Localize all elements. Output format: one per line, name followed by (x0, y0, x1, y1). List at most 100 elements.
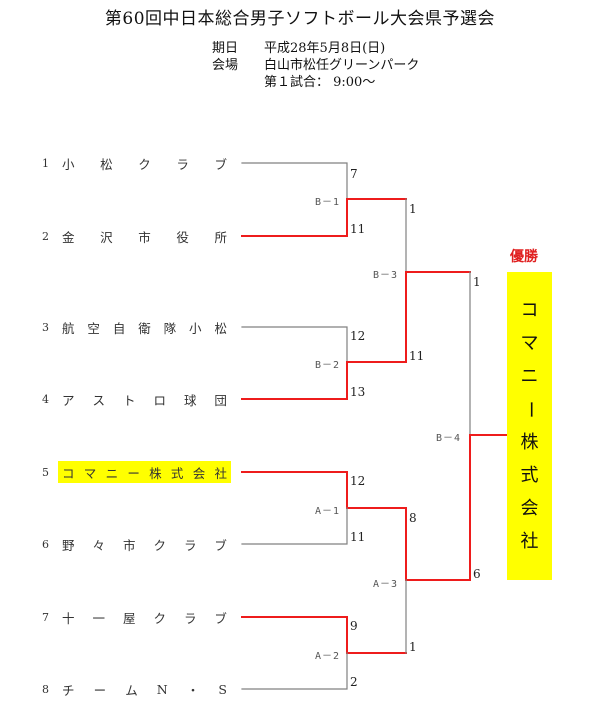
team-name-char: 小 (62, 156, 75, 172)
team-seed-number: 2 (42, 229, 49, 243)
line-team-3 (241, 326, 348, 363)
team-seed-number: 8 (42, 682, 49, 696)
team-name-char: 屋 (122, 610, 136, 626)
team-name-char: 役 (176, 229, 189, 245)
team-name: 航空自衛隊小松 (58, 316, 231, 338)
score-b3-top: 1 (409, 202, 417, 216)
team-name-char: 株 (149, 465, 162, 481)
team-name-char: マ (83, 465, 97, 481)
team-name-char: 松 (100, 156, 113, 172)
team-name-char: 式 (170, 465, 184, 481)
info-value-venue: 白山市松任グリーンパーク (264, 58, 420, 73)
match-label-b4: B－4 (436, 433, 462, 444)
team-name-char: ク (153, 537, 166, 553)
info-key-venue: 会場 (212, 58, 239, 73)
match-label-b1: B－1 (315, 197, 341, 208)
match-label-a3: A－3 (373, 579, 399, 590)
team-name: 十一屋クラブ (58, 606, 231, 628)
team-name: アストロ球団 (58, 388, 231, 410)
team-name-char: 球 (183, 392, 197, 408)
team-name-char: ・ (186, 682, 200, 698)
line-team-8 (241, 652, 348, 690)
team-name-char: 会 (192, 465, 206, 481)
score-b4-top: 1 (473, 275, 481, 289)
score-a3-top: 8 (409, 511, 417, 525)
team-name-char: ロ (153, 392, 166, 408)
team-name-char: ム (125, 682, 138, 698)
event-info: 期日 平成28年5月8日(日) 会場 白山市松任グリーンパーク 第１試合： 9:00… (212, 40, 419, 91)
champion-name-char: 式 (520, 465, 539, 486)
team-seed-number: 3 (42, 320, 49, 334)
score-b4-bottom: 6 (473, 567, 481, 581)
team-seed-number: 1 (42, 156, 49, 170)
team-name-char: 自 (112, 320, 126, 336)
info-key-date: 期日 (212, 41, 239, 56)
team-name-char: ブ (214, 156, 227, 172)
team-name-char: ブ (214, 537, 227, 553)
team-name-char: 空 (87, 320, 100, 336)
champion-name-char: 社 (520, 531, 539, 552)
team-name-char: ニ (105, 465, 119, 481)
score-a2-bottom: 2 (350, 675, 358, 689)
score-b1-bottom: 11 (350, 222, 366, 236)
team-name-char: ク (153, 610, 166, 626)
line-team-5 (241, 471, 407, 509)
team-name-char: S (218, 681, 227, 697)
team-name: 野々市クラブ (58, 533, 231, 555)
champion-label: 優勝 (510, 249, 538, 265)
team-name-char: 一 (92, 610, 105, 626)
score-a2-top: 9 (350, 619, 358, 633)
line-b2-winner (405, 271, 471, 363)
info-value-first-game: 第１試合： 9:00〜 (264, 75, 376, 90)
team-name-char: 金 (62, 229, 75, 245)
team-name-char: ー (127, 465, 140, 481)
line-team-4 (241, 361, 407, 400)
line-team-2 (241, 198, 407, 237)
team-name-char: ラ (183, 610, 197, 626)
team-name: コマニー株式会社 (58, 461, 231, 483)
team-name-char: ラ (176, 156, 189, 172)
team-seed-number: 7 (42, 610, 49, 624)
team-name-char: ス (92, 392, 105, 408)
team-name-char: 小 (189, 320, 202, 336)
page-title: 第60回中日本総合男子ソフトボール大会県予選会 (104, 9, 496, 29)
team-name: 金沢市役所 (58, 225, 231, 247)
champion-name-char: コ (520, 300, 539, 321)
champion-name-char: 会 (520, 498, 539, 519)
match-label-a2: A－2 (315, 651, 341, 662)
team-seed-number: 6 (42, 537, 49, 551)
team-name-char: ー (93, 682, 107, 698)
team-name-char: ラ (183, 537, 197, 553)
line-team-1 (241, 162, 348, 200)
team-name-char: 市 (122, 537, 136, 553)
score-a1-top: 12 (350, 474, 366, 488)
champion-name-char: ニ (520, 366, 539, 387)
line-team-7 (241, 616, 407, 654)
team-name-char: コ (62, 465, 75, 481)
team-name-char: 団 (214, 392, 227, 408)
score-a1-bottom: 11 (350, 530, 366, 544)
team-name-char: ク (138, 156, 151, 172)
line-a3-winner (469, 434, 508, 581)
score-a3-bottom: 1 (409, 640, 417, 654)
info-value-date: 平成28年5月8日(日) (264, 41, 386, 56)
team-name-char: 沢 (100, 229, 113, 245)
score-b3-bottom: 11 (409, 349, 425, 363)
champion-box: コマニー株式会社 (507, 272, 552, 580)
team-name-char: 隊 (163, 320, 177, 336)
score-b1-top: 7 (350, 167, 358, 181)
team-seed-number: 4 (42, 392, 49, 406)
team-name-char: ト (122, 392, 136, 408)
team-name-char: 松 (214, 320, 227, 336)
score-b2-top: 12 (350, 329, 366, 343)
team-name-char: 航 (62, 320, 75, 336)
team-name-char: 衛 (138, 320, 151, 336)
